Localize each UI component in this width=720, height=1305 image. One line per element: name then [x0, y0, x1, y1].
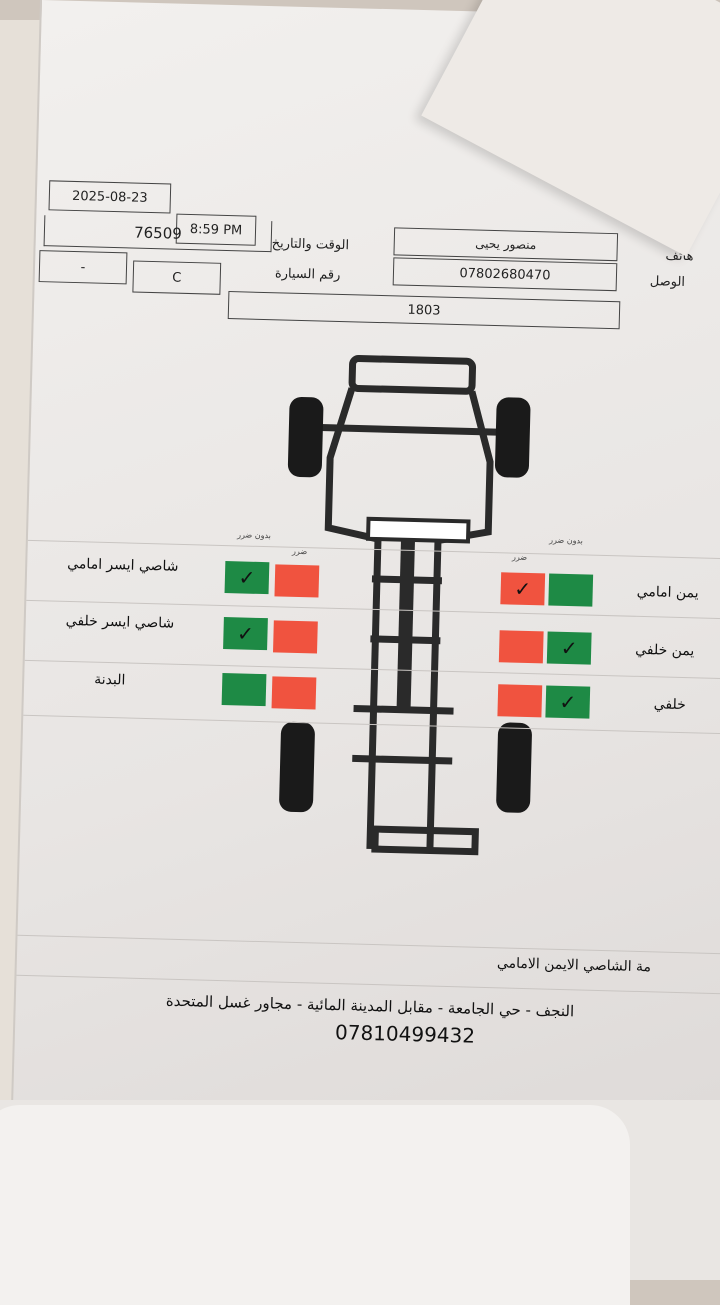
part-body-label: البدنة	[94, 671, 126, 689]
phone-field: 07802680470	[392, 257, 618, 292]
name-field: منصور يحيى	[393, 227, 619, 262]
car-number-label: رقم السيارة	[274, 266, 341, 283]
c-field: C	[132, 260, 222, 295]
front-crossmember	[348, 354, 477, 395]
part-left-front-label: شاصي ايسر امامي	[67, 555, 179, 575]
front-left-wheel	[287, 396, 324, 478]
no-damage-header-left: بدون ضرر	[237, 530, 272, 541]
car-number-field: 76509	[43, 215, 273, 253]
left-rear-damage-checkbox[interactable]	[273, 620, 318, 654]
rear-left-wheel	[279, 721, 315, 813]
check-icon: ✓	[236, 621, 255, 646]
no-damage-header-right: بدون ضرر	[549, 535, 584, 546]
rear-right-wheel	[496, 722, 532, 813]
check-icon: ✓	[560, 635, 578, 661]
footer-phone: 07810499432	[334, 1020, 476, 1048]
footer-address: النجف - حي الجامعة - مقابل المدينة المائ…	[165, 991, 575, 1021]
left-rail	[324, 387, 382, 850]
chassis-diagram	[279, 354, 532, 856]
body-damage-checkbox[interactable]	[271, 676, 317, 710]
rear-no-damage-checkbox[interactable]: ✓	[545, 685, 591, 719]
body-no-damage-checkbox[interactable]	[221, 673, 267, 707]
datetime-label: الوقت والتاريخ	[271, 236, 350, 254]
check-icon: ✓	[559, 689, 577, 715]
part-right-rear-label: يمن خلفي	[634, 641, 695, 660]
left-front-no-damage-checkbox[interactable]: ✓	[224, 561, 270, 595]
front-right-wheel	[494, 397, 531, 478]
lower-sheet	[0, 1105, 630, 1305]
receipt-label: الوصل	[649, 274, 686, 290]
left-rear-no-damage-checkbox[interactable]: ✓	[223, 617, 268, 651]
check-icon: ✓	[238, 565, 256, 590]
right-front-damage-checkbox[interactable]: ✓	[500, 572, 546, 606]
check-icon: ✓	[514, 576, 532, 602]
right-rear-damage-checkbox[interactable]	[498, 630, 544, 664]
right-front-no-damage-checkbox[interactable]	[548, 573, 594, 607]
part-right-front-label: يمن امامي	[636, 583, 699, 602]
part-left-rear-label: شاصي ايسر خلفي	[65, 612, 175, 632]
notes-text: مة الشاصي الايمن الامامي	[496, 955, 652, 976]
inspection-report-page: 2025-08-23 8:59 PM الوقت والتاريخ 76509 …	[10, 0, 720, 1149]
left-front-damage-checkbox[interactable]	[274, 564, 320, 598]
right-rear-no-damage-checkbox[interactable]: ✓	[546, 631, 592, 665]
receipt-number-field: 1803	[227, 291, 621, 330]
date-field: 2025-08-23	[48, 180, 172, 214]
rear-damage-checkbox[interactable]	[497, 684, 543, 718]
dash-field: -	[38, 250, 128, 285]
right-rail	[426, 390, 494, 851]
part-rear-label: خلفي	[653, 696, 687, 714]
